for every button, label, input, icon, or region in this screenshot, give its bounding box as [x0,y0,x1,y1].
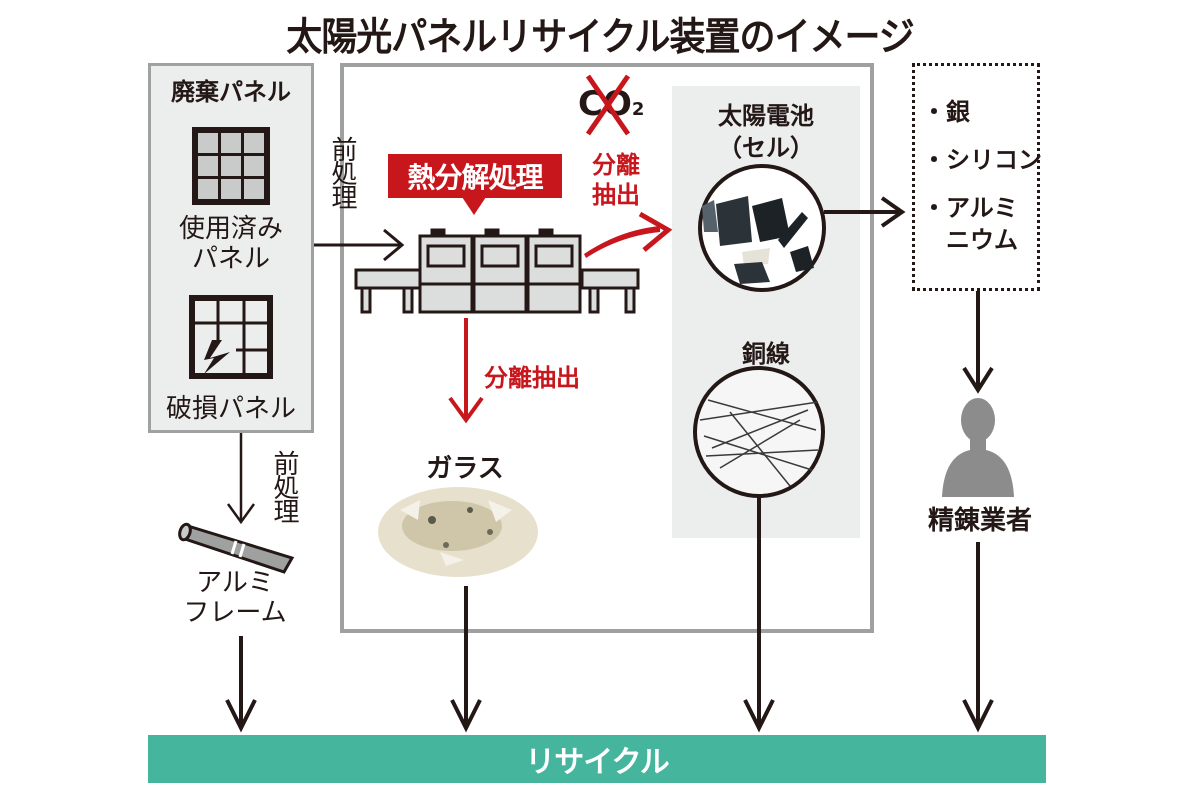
co2-label: CO2 [578,84,644,124]
copper-wire-label: 銅線 [742,340,790,368]
broken-panel-label: 破損パネル [165,394,296,424]
metals-list: ・銀 ・シリコン ・アルミ ニウム [922,88,1042,256]
diagram-title: 太陽光パネルリサイクル装置のイメージ [286,15,914,60]
metal-item-aluminum-cont: ニウム [922,226,1018,254]
arrow-refiner-to-recycle [962,542,994,733]
separation-label-cell-line1: 分離 [592,151,640,179]
co2-text: CO [578,84,632,124]
pretreatment-label: 前処理 [327,136,357,208]
metals-box [912,63,1040,291]
arrow-to-aluminum-frame [226,433,256,525]
co2-subscript: 2 [631,99,645,120]
waste-panel-heading: 廃棄パネル [171,78,291,106]
used-panel-label-line1: 使用済み [178,214,283,244]
glass-label: ガラス [426,454,504,484]
metal-item-silver: ・銀 [922,98,970,126]
aluminum-frame-line1: アルミ [196,568,274,598]
solar-cell-label: 太陽電池 （セル） [672,100,860,164]
aluminum-frame-line2: フレーム [183,598,287,628]
aluminum-frame-label: アルミ フレーム [160,568,310,628]
arrow-to-refiner [962,291,994,394]
pretreatment-label-frame: 前処理 [269,450,299,522]
refiner-person-icon [942,398,1014,497]
separation-label-cell: 分離 抽出 [592,150,640,210]
solar-cell-label-line2: （セル） [718,134,814,162]
aluminum-frame-icon [178,522,295,574]
used-panel-label: 使用済み パネル [150,214,312,274]
recycle-bar: リサイクル [148,735,1046,783]
refiner-label: 精錬業者 [927,506,1032,536]
arrow-aluminum-to-recycle [225,636,257,733]
pyrolysis-badge: 熱分解処理 [388,154,562,198]
used-panel-label-line2: パネル [191,244,270,274]
separation-label-cell-line2: 抽出 [592,181,640,209]
metal-item-aluminum: ・アルミ [922,194,1018,222]
metal-item-silicon: ・シリコン [922,146,1042,174]
pyrolysis-badge-pointer [462,197,486,215]
solar-cell-label-line1: 太陽電池 [718,102,814,130]
separation-label-glass: 分離抽出 [484,364,580,392]
